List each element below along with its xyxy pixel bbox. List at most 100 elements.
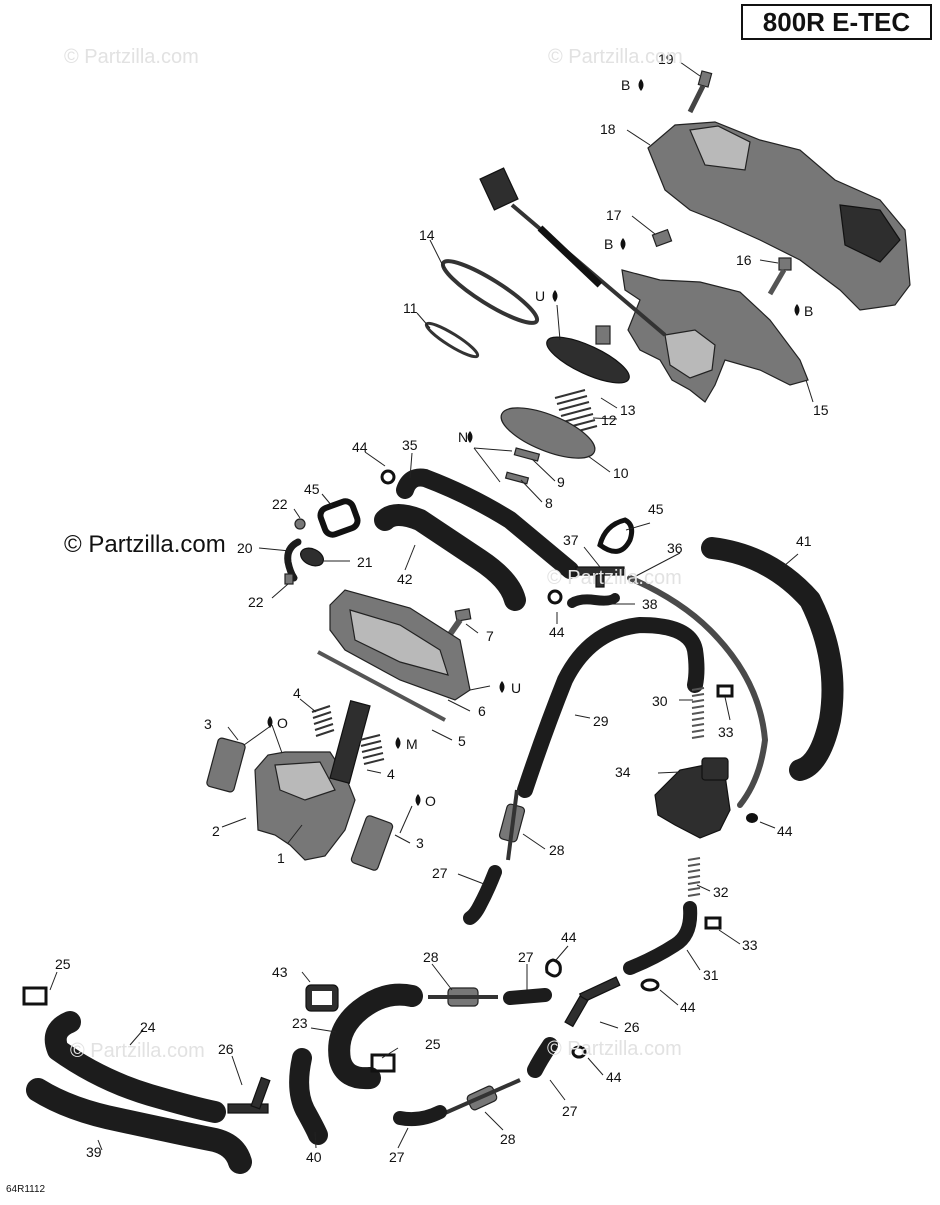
callout-19: 19	[658, 51, 674, 67]
part-39-hose	[26, 1078, 252, 1174]
callout-12: 12	[601, 412, 617, 428]
part-28-valve-middle	[428, 987, 498, 1007]
callout-numbers: 19 18 17 16 15 14 11 13 12 10 9 8 44 35 …	[55, 51, 829, 1165]
callout-28b: 28	[423, 949, 439, 965]
callout-26b: 26	[624, 1019, 640, 1035]
part-30-spring	[691, 687, 705, 739]
part-43-clamp	[305, 984, 339, 1012]
part-45-clamp-right	[597, 517, 635, 554]
symbol-m4: M	[406, 736, 418, 752]
callout-27c: 27	[562, 1103, 578, 1119]
callout-36: 36	[667, 540, 683, 556]
part-4-spring-lower	[359, 734, 385, 765]
callout-38: 38	[642, 596, 658, 612]
callout-45b: 45	[648, 501, 664, 517]
part-24-hose	[44, 1011, 226, 1123]
part-6-body	[329, 589, 471, 701]
callout-5: 5	[458, 733, 466, 749]
part-19-bolt	[687, 70, 713, 114]
callout-9: 9	[557, 474, 565, 490]
callout-2: 2	[212, 823, 220, 839]
callout-33b: 33	[742, 937, 758, 953]
callout-28c: 28	[500, 1131, 516, 1147]
callout-31: 31	[703, 967, 719, 983]
part-44-clamp-a	[547, 589, 563, 605]
part-18-cover	[647, 121, 911, 311]
callout-15: 15	[813, 402, 829, 418]
callout-35: 35	[402, 437, 418, 453]
callout-33a: 33	[718, 724, 734, 740]
part-23-hose	[328, 983, 423, 1090]
part-40-hose	[289, 1048, 328, 1145]
callout-39: 39	[86, 1144, 102, 1160]
callout-10: 10	[613, 465, 629, 481]
lubricant-symbols: B B B U N U O M O	[267, 77, 813, 809]
symbol-b17: B	[604, 236, 613, 252]
callout-29: 29	[593, 713, 609, 729]
part-28-valve-lower	[444, 1078, 521, 1115]
part-5-gasket	[317, 650, 446, 722]
part-14-o-ring	[440, 259, 540, 325]
part-21	[300, 547, 324, 567]
part-36-hose	[627, 575, 768, 808]
callout-4b: 4	[387, 766, 395, 782]
callout-42: 42	[397, 571, 413, 587]
part-11-seal	[424, 321, 480, 359]
callout-25a: 25	[55, 956, 71, 972]
symbol-n9: N	[458, 429, 468, 445]
part-35-hose	[396, 468, 579, 579]
document-number: 64R1112	[6, 1184, 46, 1195]
part-45-clamp	[317, 498, 361, 538]
symbol-u13: U	[535, 288, 545, 304]
callout-32: 32	[713, 884, 729, 900]
part-44-clamp-c	[746, 813, 758, 823]
callout-44c: 44	[777, 823, 793, 839]
callout-14: 14	[419, 227, 435, 243]
callout-25b: 25	[425, 1036, 441, 1052]
symbol-o3b: O	[425, 793, 436, 809]
callout-16: 16	[736, 252, 752, 268]
callout-24: 24	[140, 1019, 156, 1035]
part-15-housing	[621, 269, 809, 403]
callout-8: 8	[545, 495, 553, 511]
callout-44f: 44	[606, 1069, 622, 1085]
callout-13: 13	[620, 402, 636, 418]
callout-3a: 3	[204, 716, 212, 732]
part-42-hose	[374, 504, 526, 611]
callout-6: 6	[478, 703, 486, 719]
part-31-hose	[623, 901, 698, 975]
part-3-fitting-left	[206, 737, 246, 793]
part-33-clamp-upper	[716, 684, 734, 698]
callout-27a: 27	[432, 865, 448, 881]
callout-45a: 45	[304, 481, 320, 497]
part-20-fitting	[284, 538, 302, 582]
sensor-cable	[479, 167, 667, 337]
part-9-pin	[513, 447, 541, 462]
callout-27d: 27	[389, 1149, 405, 1165]
callout-41: 41	[796, 533, 812, 549]
part-29-hose	[517, 617, 705, 798]
callout-11: 11	[403, 300, 418, 316]
callout-20: 20	[237, 540, 253, 556]
part-27-hose-right	[527, 1037, 558, 1078]
callout-17: 17	[606, 207, 622, 223]
part-44-clamp-d	[640, 978, 660, 992]
part-16-bolt	[767, 257, 792, 296]
part-4-spring-upper	[311, 705, 335, 737]
part-3-fitting-right	[350, 815, 394, 871]
watermark-faint: © Partzilla.com	[70, 1040, 205, 1062]
part-32-spring	[687, 857, 701, 897]
callout-22b: 22	[248, 594, 264, 610]
callout-7: 7	[486, 628, 494, 644]
callout-28a: 28	[549, 842, 565, 858]
watermark-faint: © Partzilla.com	[548, 46, 683, 68]
callout-44b: 44	[549, 624, 565, 640]
part-27-hose-upper	[463, 865, 502, 925]
callout-27b: 27	[518, 949, 534, 965]
part-22-clip-top	[294, 518, 306, 530]
watermark-main: © Partzilla.com	[64, 531, 226, 558]
callout-22a: 22	[272, 496, 288, 512]
part-25-clamp-left	[22, 986, 48, 1006]
callout-4a: 4	[293, 685, 301, 701]
